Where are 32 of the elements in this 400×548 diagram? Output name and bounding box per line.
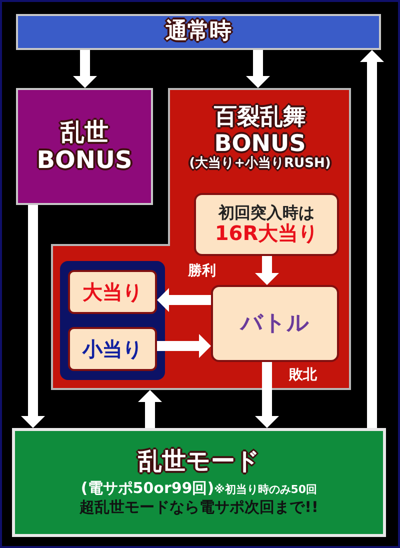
title-text: バトル [240, 310, 310, 336]
arrow [255, 362, 279, 428]
mode-box [12, 428, 386, 537]
title-text: 大当り [82, 280, 142, 304]
result-box [68, 270, 157, 314]
arrow [157, 334, 211, 358]
title-text: 初回突入時は [218, 204, 314, 222]
group-box [60, 261, 165, 380]
title-text: 乱世 BONUS [36, 118, 134, 174]
title-text: 乱世モード [138, 448, 260, 476]
title-text: 小当り [82, 338, 142, 360]
edge-label: 敗北 [287, 366, 319, 384]
arrow [157, 288, 211, 312]
title-text: 百裂乱舞 BONUS [214, 104, 307, 157]
arrow [255, 256, 279, 285]
body-text: 16R大当り [214, 222, 318, 246]
arrow [138, 390, 162, 428]
note-box [194, 193, 339, 256]
arrow [73, 50, 97, 88]
edge-label: 勝利 [186, 262, 218, 280]
result-box [68, 327, 157, 371]
arrow [360, 50, 384, 428]
body-text: (大当り+小当りRUSH) [189, 156, 331, 172]
footnote-text: ※初当り時のみ50回 [214, 484, 318, 497]
bonus-box [16, 88, 153, 205]
arrow [21, 205, 45, 428]
battle-box [211, 285, 339, 362]
body-text: 超乱世モードなら電サポ次回まで!! [80, 499, 318, 517]
arrow [246, 50, 270, 88]
title-text: 通常時 [166, 19, 232, 45]
state-bar [16, 14, 381, 50]
body-text: (電サポ50or99回) [80, 480, 214, 498]
